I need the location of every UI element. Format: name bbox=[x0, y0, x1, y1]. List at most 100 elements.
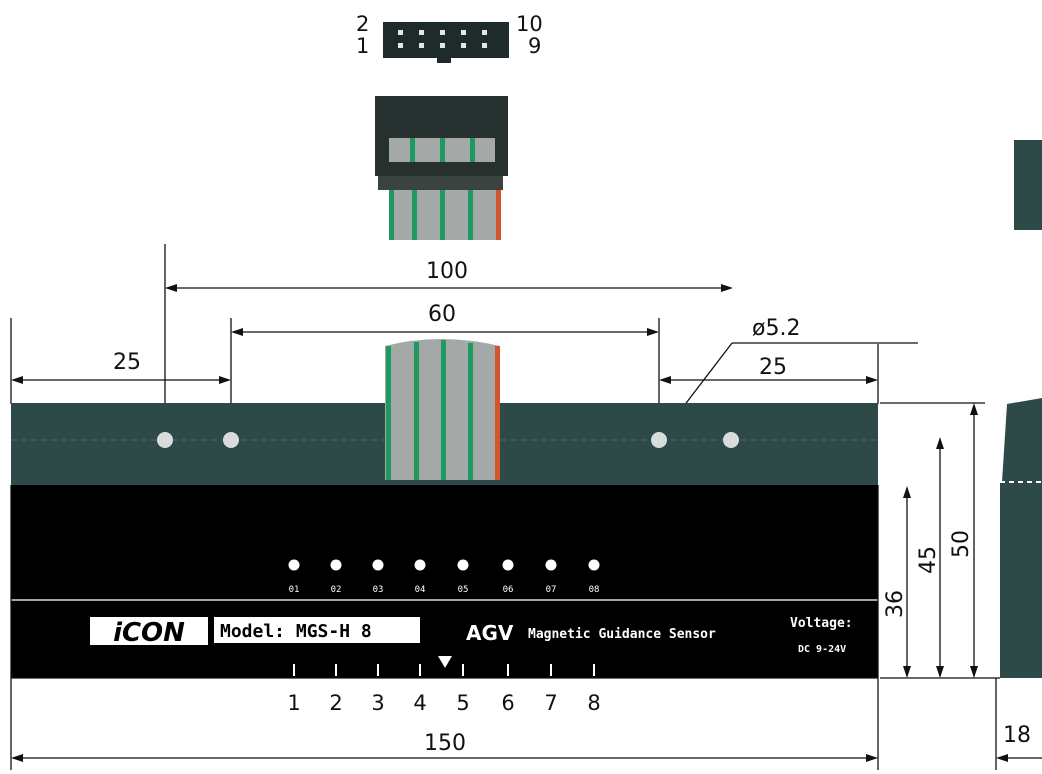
mounting-hole bbox=[651, 432, 667, 448]
led-label: 05 bbox=[458, 585, 469, 595]
sensor-pin-number: 2 bbox=[329, 691, 342, 715]
sensor-face: 01 02 03 04 05 06 07 08 iCON Model: MGS-H 8 AGV… bbox=[11, 485, 878, 678]
connector-pins bbox=[398, 30, 487, 48]
connector-pin-hole bbox=[440, 30, 445, 35]
plug-wire-green-3 bbox=[470, 138, 475, 162]
dimension-100-label: 100 bbox=[426, 259, 468, 284]
dimension-25-left-label: 25 bbox=[113, 350, 141, 375]
voltage-label: Voltage: bbox=[790, 616, 853, 631]
led-indicator bbox=[414, 559, 426, 571]
cable-lower-red bbox=[495, 346, 500, 480]
ribbon-plug-lip bbox=[378, 176, 503, 190]
led-indicator bbox=[588, 559, 600, 571]
led-label: 03 bbox=[373, 585, 384, 595]
sensor-pin-number: 3 bbox=[371, 691, 384, 715]
connector-pin-hole bbox=[461, 30, 466, 35]
connector-pin-hole bbox=[440, 43, 445, 48]
cable-upper-green-3 bbox=[440, 190, 445, 240]
dimension-36: 36 bbox=[883, 486, 911, 678]
model-box bbox=[214, 617, 420, 643]
connector-pin-hole bbox=[482, 30, 487, 35]
dimension-36-label: 36 bbox=[883, 590, 908, 618]
connector-key bbox=[437, 58, 451, 63]
led-label: 02 bbox=[331, 585, 342, 595]
cable-upper-green-2 bbox=[412, 190, 417, 240]
ribbon-connector bbox=[375, 96, 508, 240]
led-indicator bbox=[457, 559, 469, 571]
led-indicator bbox=[288, 559, 300, 571]
connector-pin-hole bbox=[419, 43, 424, 48]
cable-lower-green-3 bbox=[441, 340, 446, 480]
logo-box bbox=[90, 617, 208, 645]
connector-body bbox=[383, 22, 509, 58]
connector-pin-2: 2 bbox=[356, 12, 369, 36]
connector-header: 2 1 10 9 bbox=[356, 12, 543, 63]
model-label: Model: MGS-H 8 bbox=[220, 621, 372, 642]
side-view-lower bbox=[1000, 482, 1042, 678]
cable-upper-green-4 bbox=[468, 190, 473, 240]
led-indicator bbox=[502, 559, 514, 571]
cable-lower-green-2 bbox=[414, 342, 419, 480]
plug-wire-green-2 bbox=[440, 138, 445, 162]
led-indicator bbox=[330, 559, 342, 571]
connector-pin-hole bbox=[461, 43, 466, 48]
side-view-connector bbox=[1014, 140, 1042, 230]
side-view-upper bbox=[1002, 398, 1042, 482]
dimension-45-label: 45 bbox=[916, 546, 941, 574]
mounting-hole bbox=[723, 432, 739, 448]
cable-upper-green-1 bbox=[389, 190, 394, 240]
cable-upper-red bbox=[496, 190, 501, 240]
mounting-holes bbox=[157, 432, 739, 448]
sensor-pin-number: 7 bbox=[544, 691, 557, 715]
dimension-25-left: 25 bbox=[10, 318, 231, 404]
dimension-150: 150 bbox=[11, 731, 878, 762]
connector-pin-hole bbox=[482, 43, 487, 48]
dimension-25-right: 25 bbox=[659, 344, 879, 404]
connector-pin-hole bbox=[398, 30, 403, 35]
mounting-hole bbox=[157, 432, 173, 448]
dimension-25-right-label: 25 bbox=[759, 355, 787, 380]
dimension-50: 50 bbox=[880, 402, 1000, 679]
sensor-pin-number: 4 bbox=[413, 691, 426, 715]
led-label: 06 bbox=[503, 585, 514, 595]
sensor-pin-number: 1 bbox=[287, 691, 300, 715]
sensor-pin-numbers: 1 2 3 4 5 6 7 8 bbox=[287, 691, 600, 715]
led-indicator bbox=[372, 559, 384, 571]
cable-lower-green-1 bbox=[386, 346, 391, 480]
mounting-hole bbox=[223, 432, 239, 448]
led-label: 01 bbox=[289, 585, 300, 595]
sensor-pin-number: 8 bbox=[587, 691, 600, 715]
hole-diameter-label: ø5.2 bbox=[752, 316, 800, 341]
connector-pin-1: 1 bbox=[356, 34, 369, 58]
connector-pin-10: 10 bbox=[516, 12, 543, 36]
led-indicator bbox=[545, 559, 557, 571]
cable-lower-green-4 bbox=[468, 343, 473, 480]
sensor-housing bbox=[11, 339, 878, 485]
ribbon-plug-housing bbox=[375, 96, 508, 176]
sensor-position-ticks bbox=[293, 664, 595, 676]
sensor-face-panel bbox=[11, 485, 878, 678]
dimension-60-label: 60 bbox=[428, 302, 456, 327]
agv-label: AGV bbox=[466, 621, 514, 645]
icon-logo: iCON bbox=[113, 618, 185, 648]
dimension-45: 45 bbox=[916, 437, 944, 678]
side-view: 18 bbox=[995, 140, 1042, 770]
sensor-pin-number: 6 bbox=[501, 691, 514, 715]
sensor-description: Magnetic Guidance Sensor bbox=[528, 627, 716, 642]
led-label: 07 bbox=[546, 585, 557, 595]
center-marker-triangle-icon bbox=[438, 656, 452, 668]
led-indicators: 01 02 03 04 05 06 07 08 bbox=[288, 559, 600, 595]
led-label: 04 bbox=[415, 585, 426, 595]
led-label: 08 bbox=[589, 585, 600, 595]
connector-pin-9: 9 bbox=[528, 34, 541, 58]
dimension-18-label: 18 bbox=[1003, 723, 1031, 748]
sensor-pin-number: 5 bbox=[456, 691, 469, 715]
connector-pin-hole bbox=[398, 43, 403, 48]
voltage-value: DC 9-24V bbox=[798, 644, 846, 655]
hole-diameter-callout: ø5.2 bbox=[662, 316, 918, 435]
dimension-50-label: 50 bbox=[949, 530, 974, 558]
plug-wire-green-1 bbox=[410, 138, 415, 162]
dimension-150-label: 150 bbox=[424, 731, 466, 756]
